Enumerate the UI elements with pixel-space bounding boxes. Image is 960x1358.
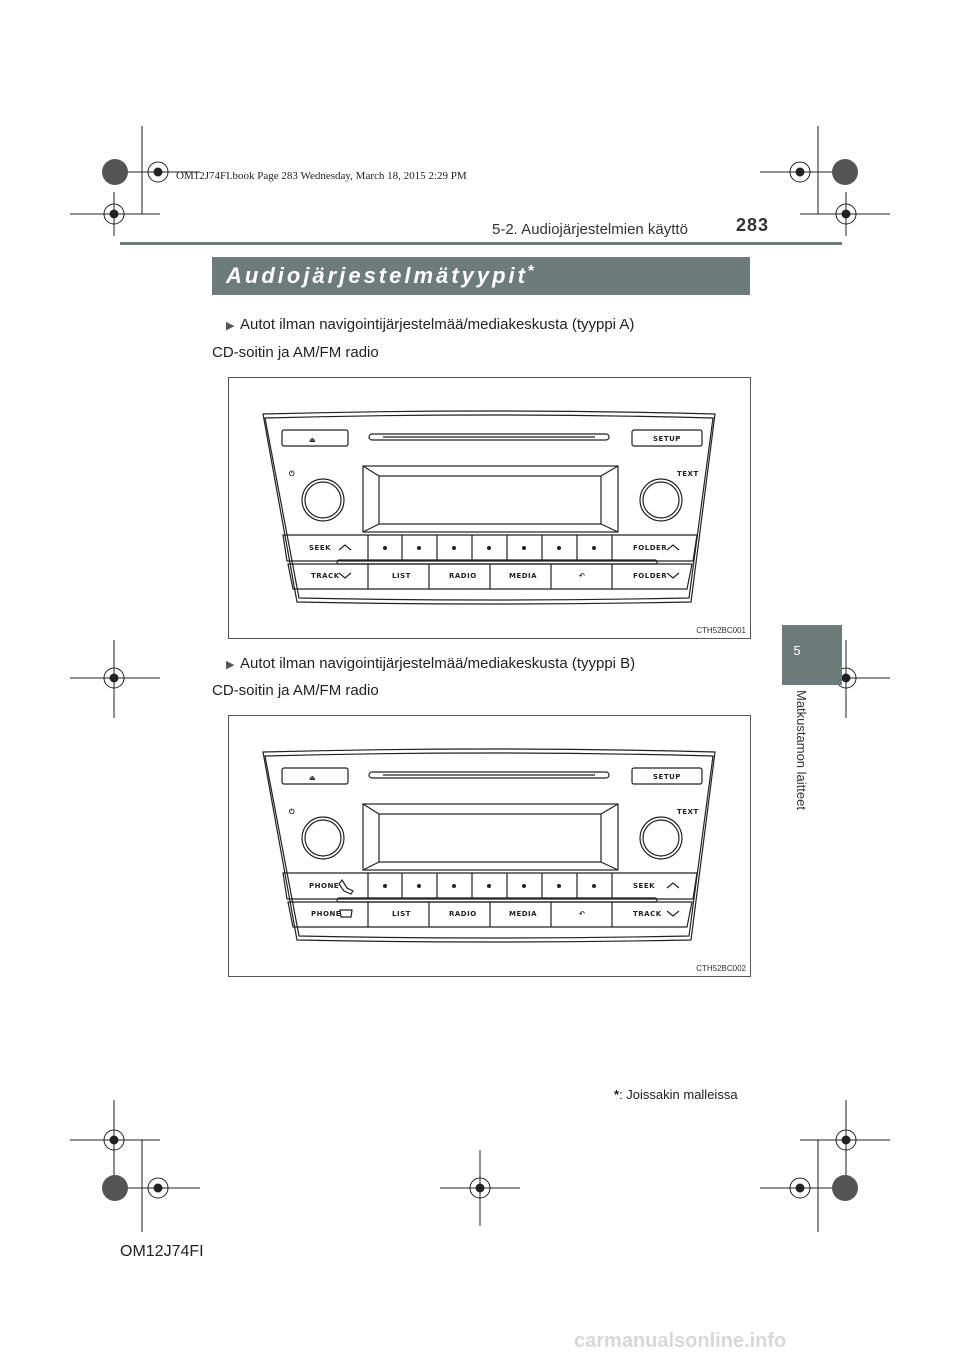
footnote: *: Joissakin malleissa bbox=[614, 1087, 738, 1102]
figure-type-a: ⏏ SETUP ⏻ TEXT SEEK FOLDER TRACK LIST RA… bbox=[228, 377, 751, 639]
chapter-tab: 5 bbox=[782, 625, 842, 685]
page-title-marker: * bbox=[527, 263, 535, 280]
row1-right-label: FOLDER bbox=[633, 544, 667, 552]
watermark: carmanualsonline.info bbox=[574, 1330, 787, 1352]
footnote-text: : Joissakin malleissa bbox=[619, 1087, 738, 1102]
figure-type-b: ⏏ SETUP ⏻ TEXT PHONE SEEK PHONE LIST RAD… bbox=[228, 715, 751, 977]
triangle-bullet-icon: ▶ bbox=[226, 320, 235, 332]
power-icon: ⏻ bbox=[289, 808, 295, 816]
section-b-subtitle: CD-soitin ja AM/FM radio bbox=[212, 682, 379, 699]
section-a-subtitle: CD-soitin ja AM/FM radio bbox=[212, 344, 379, 361]
page-title-text: Audiojärjestelmätyypit bbox=[226, 263, 528, 288]
setup-label: SETUP bbox=[653, 773, 681, 781]
media-label: MEDIA bbox=[509, 572, 537, 580]
section-heading: 5-2. Audiojärjestelmien käyttö bbox=[492, 221, 688, 238]
setup-label: SETUP bbox=[653, 435, 681, 443]
row2-right-label: TRACK bbox=[633, 910, 662, 918]
footer-model-code: OM12J74FI bbox=[120, 1243, 204, 1260]
text-label: TEXT bbox=[677, 470, 699, 478]
list-label: LIST bbox=[392, 910, 411, 918]
row2-left-label: PHONE bbox=[311, 910, 341, 918]
book-info-line: OM12J74FI.book Page 283 Wednesday, March… bbox=[176, 170, 467, 182]
power-icon: ⏻ bbox=[289, 470, 295, 478]
page-number: 283 bbox=[736, 215, 770, 235]
audio-unit-type-a: ⏏ SETUP ⏻ TEXT SEEK FOLDER TRACK LIST RA… bbox=[262, 410, 716, 605]
header-rule bbox=[120, 242, 842, 245]
radio-label: RADIO bbox=[449, 910, 477, 918]
figure-code: CTH52BC002 bbox=[696, 964, 746, 973]
triangle-bullet-icon: ▶ bbox=[226, 659, 235, 671]
radio-label: RADIO bbox=[449, 572, 477, 580]
audio-unit-type-b: ⏏ SETUP ⏻ TEXT PHONE SEEK PHONE LIST RAD… bbox=[262, 748, 716, 943]
figure-code: CTH52BC001 bbox=[696, 626, 746, 635]
media-label: MEDIA bbox=[509, 910, 537, 918]
page-title: Audiojärjestelmätyypit* bbox=[226, 263, 534, 289]
footnote-marker: * bbox=[614, 1087, 620, 1102]
row1-left-label: SEEK bbox=[309, 544, 331, 552]
section-b-bullet: ▶ Autot ilman navigointijärjestelmää/medi… bbox=[226, 655, 635, 672]
section-a-bullet-text: Autot ilman navigointijärjestelmää/media… bbox=[240, 316, 635, 333]
eject-icon: ⏏ bbox=[309, 774, 316, 782]
eject-icon: ⏏ bbox=[309, 436, 316, 444]
back-icon: ↶ bbox=[579, 572, 585, 580]
list-label: LIST bbox=[392, 572, 411, 580]
text-label: TEXT bbox=[677, 808, 699, 816]
section-a-bullet: ▶ Autot ilman navigointijärjestelmää/medi… bbox=[226, 316, 634, 333]
row1-right-label: SEEK bbox=[633, 882, 655, 890]
chapter-number: 5 bbox=[793, 643, 801, 658]
row1-left-label: PHONE bbox=[309, 882, 339, 890]
section-b-bullet-text: Autot ilman navigointijärjestelmää/media… bbox=[240, 655, 636, 672]
title-bar: Audiojärjestelmätyypit* bbox=[212, 257, 750, 295]
row2-right-label: FOLDER bbox=[633, 572, 667, 580]
back-icon: ↶ bbox=[579, 910, 585, 918]
chapter-label: Matkustamon laitteet bbox=[794, 690, 809, 810]
row2-left-label: TRACK bbox=[311, 572, 340, 580]
